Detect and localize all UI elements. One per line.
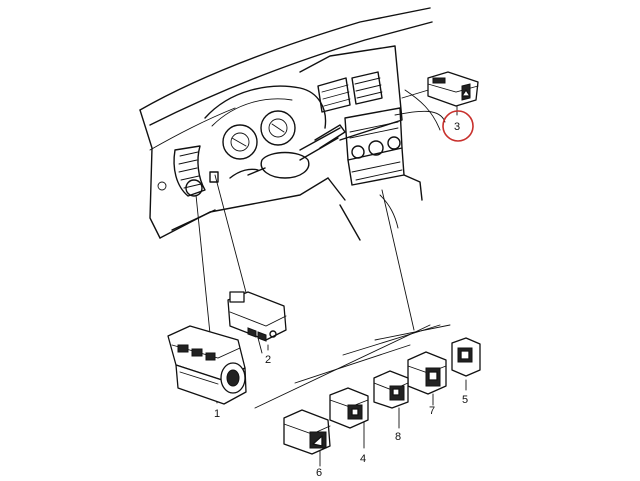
part-2-switch [227,291,287,342]
callout-8: 8 [395,431,401,443]
callout-3: 3 [454,121,460,133]
callout-6: 6 [316,467,322,479]
part-8-switch [373,370,409,409]
dashboard-drawing [139,7,446,241]
callout-labels: 1 2 3 4 5 6 7 8 [214,121,468,479]
part-6-switch [283,409,331,455]
callout-4: 4 [360,453,366,465]
left-air-vent [173,145,206,197]
center-vent-left [317,77,351,113]
callout-1: 1 [214,408,220,420]
callout-5: 5 [462,394,468,406]
callout-3-highlight-circle [442,110,474,142]
part-5-switch [451,337,481,377]
part-3-hazard-switch [427,71,479,107]
part-7-switch [407,351,447,395]
part-4-switch [329,387,369,429]
callout-7: 7 [429,405,435,417]
callout-2: 2 [265,354,271,366]
speedometer-gauge [222,124,258,160]
tachometer-gauge [260,110,296,146]
part-1-light-switch [167,325,247,405]
center-vent-right [351,71,383,105]
